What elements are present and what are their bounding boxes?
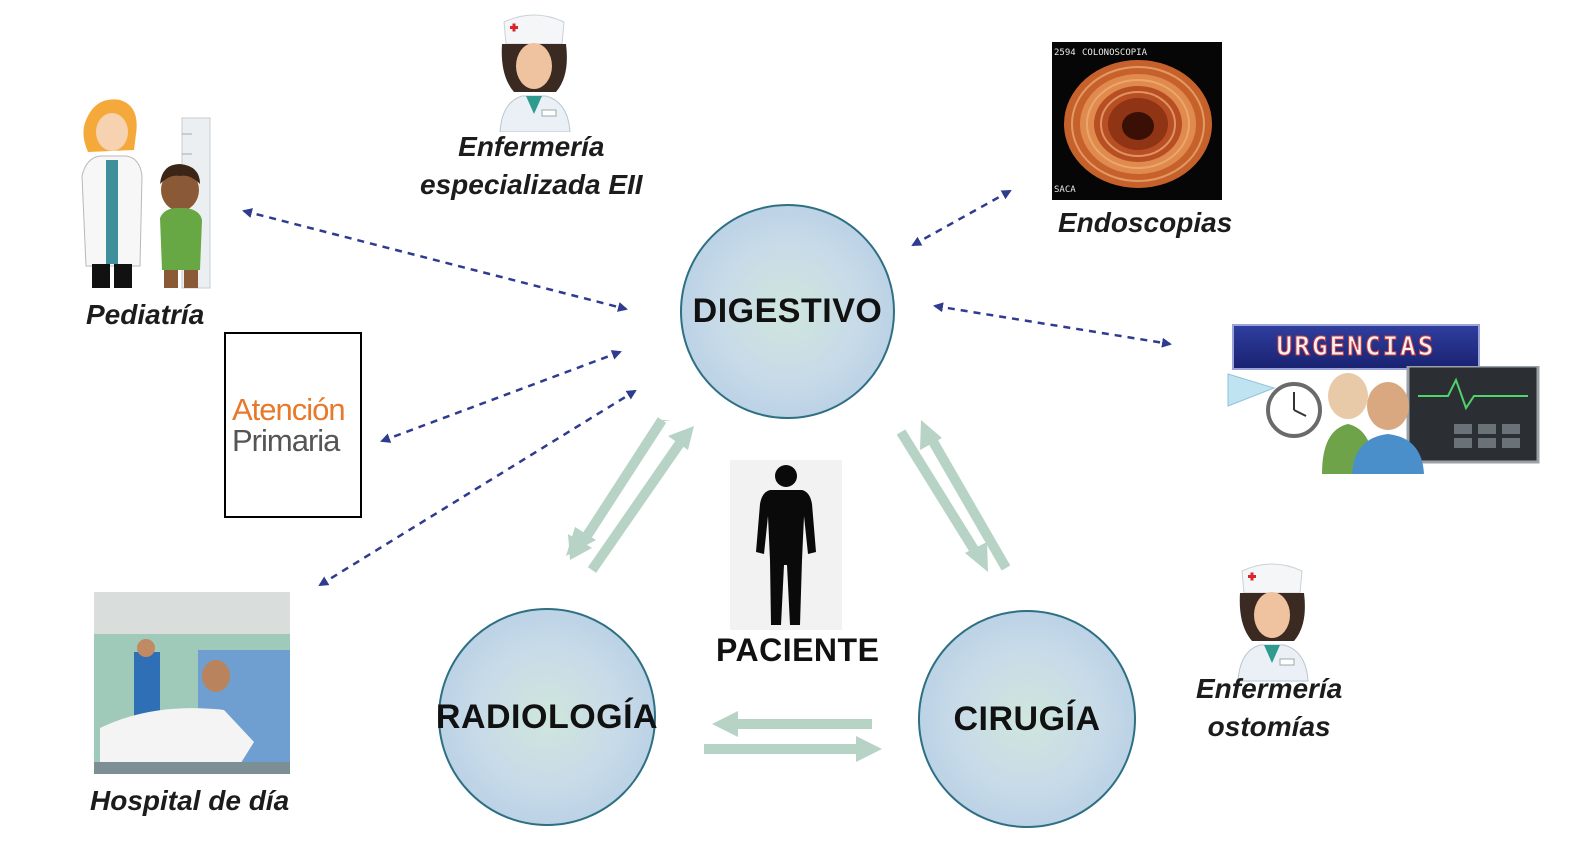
- arrowhead-dig-cir: [965, 542, 988, 572]
- arrow-shaft-dig-cir: [896, 429, 983, 559]
- hospital-dia-photo: [94, 592, 290, 774]
- arrow-shaft-dig-rad: [578, 417, 667, 545]
- hub-digestivo: DIGESTIVO: [680, 204, 895, 419]
- arrow-digestivo-pediatria: [242, 208, 628, 312]
- arrow-digestivo-endoscopias: [911, 189, 1012, 247]
- endoscopy-tag-bottom: SACA: [1054, 185, 1076, 195]
- endoscopy-tag-id: 2594: [1054, 48, 1076, 58]
- ap-line-1-text: Atención: [232, 392, 346, 427]
- arrowhead-cir-dig: [920, 420, 942, 450]
- arrow-digestivo-urgencias: [933, 302, 1172, 348]
- hub-digestivo-label: DIGESTIVO: [692, 292, 883, 330]
- hub-radiologia: RADIOLOGÍA: [435, 608, 659, 826]
- arrowhead-dig-rad: [566, 527, 596, 556]
- urgencias-illustration: [1227, 366, 1540, 474]
- caption-enfermeria-ostomias-line1: Enfermería: [1196, 673, 1343, 704]
- pediatrics-illustration: [81, 99, 211, 289]
- arrowhead-cir-rad: [712, 711, 738, 737]
- arrow-digestivo-hospital-dia: [318, 389, 637, 587]
- caption-enfermeria-ostomias-line2: ostomías: [1207, 710, 1331, 742]
- caption-endoscopias: Endoscopias: [1058, 207, 1233, 238]
- arrowhead-rad-cir: [856, 736, 882, 762]
- nurse-eii-icon: [499, 14, 571, 132]
- endoscopy-tag-type: COLONOSCOPIA: [1082, 48, 1148, 58]
- nurse-ostomias-icon: [1237, 563, 1309, 682]
- hub-cirugia-label: CIRUGÍA: [953, 699, 1101, 738]
- caption-enfermeria-eii-line1: Enfermería: [458, 131, 605, 162]
- caption-enfermeria-eii: Enfermería especializada EII: [420, 128, 643, 204]
- hub-radiologia-label: RADIOLOGÍA: [435, 697, 659, 736]
- arrowhead-rad-dig: [668, 426, 694, 450]
- caption-hospital-dia: Hospital de día: [90, 785, 290, 816]
- arrow-shaft-rad-dig: [587, 440, 685, 573]
- patient-silhouette-icon: [730, 460, 842, 630]
- caption-enfermeria-eii-line2: especializada EII: [420, 168, 643, 200]
- hub-cirugia: CIRUGÍA: [918, 610, 1136, 828]
- arrow-digestivo-atencion-primaria: [380, 350, 622, 443]
- arrow-shaft-cir-dig: [926, 435, 1011, 571]
- caption-enfermeria-ostomias: Enfermería ostomías: [1196, 670, 1342, 746]
- ap-line-2-text: Primaria: [232, 423, 340, 458]
- endoscopy-image: [1052, 42, 1222, 200]
- urgencias-banner: URGENCIAS: [1232, 324, 1480, 370]
- ap-line-2: Primaria: [232, 425, 360, 456]
- patient-label: PACIENTE: [716, 632, 880, 668]
- atencion-primaria-logo: Atención Primaria: [224, 332, 362, 518]
- caption-pediatria: Pediatría: [86, 299, 205, 330]
- ap-line-1: Atención: [232, 394, 360, 425]
- urgencias-banner-text: URGENCIAS: [1276, 332, 1436, 363]
